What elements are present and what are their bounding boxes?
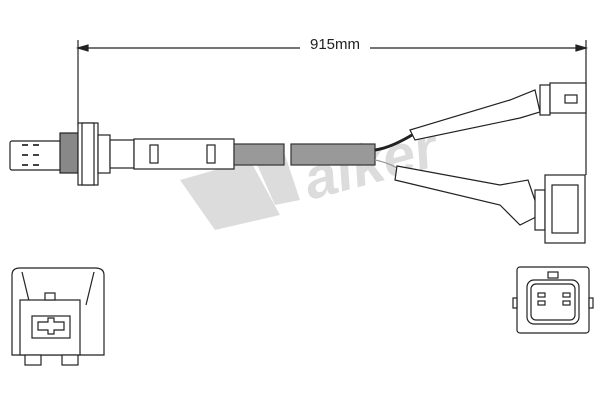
length-dimension-label: 915mm: [300, 36, 370, 53]
connector-top: [539, 82, 587, 116]
sensor-body: [9, 122, 235, 186]
connector-bottom: [534, 174, 586, 244]
braided-cable: [233, 143, 376, 166]
connector-end-view-left: [11, 267, 105, 366]
connector-end-view-right: [512, 266, 594, 334]
